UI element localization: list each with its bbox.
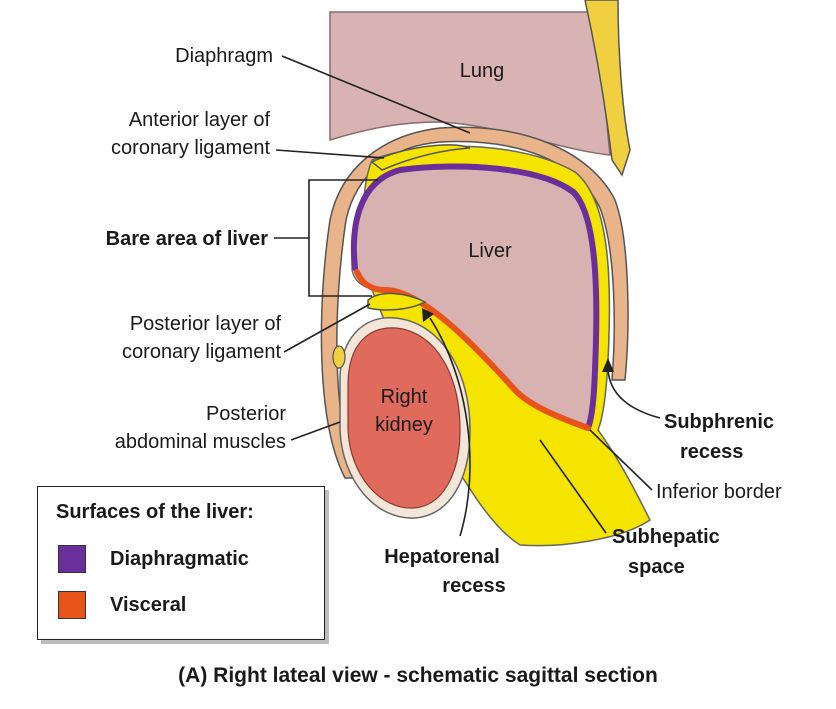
inferior-border-label: Inferior border — [656, 481, 782, 503]
posterior-coronary-leader — [283, 303, 371, 353]
anterior-coronary-label-1: Anterior layer of — [129, 109, 271, 131]
legend-item-diaphragmatic: Diaphragmatic — [58, 543, 249, 575]
anterior-coronary-fold — [370, 144, 471, 171]
right-kidney — [347, 327, 461, 509]
posterior-muscles-label-2: abdominal muscles — [115, 431, 286, 453]
subhepatic-label-1: Subhepatic — [612, 526, 720, 548]
legend-item-visceral: Visceral — [58, 589, 186, 621]
legend-box: Surfaces of the liver: Diaphragmatic Vis… — [37, 486, 325, 640]
diaphragmatic-surface-line — [350, 163, 600, 431]
anterior-coronary-label-2: coronary ligament — [111, 137, 270, 159]
subhepatic-leader — [539, 439, 607, 534]
figure-caption: (A) Right lateal view - schematic sagitt… — [178, 664, 658, 687]
visceral-swatch — [58, 591, 86, 619]
bare-area-label: Bare area of liver — [106, 228, 269, 250]
subphrenic-arrowhead — [602, 358, 614, 372]
posterior-coronary-label-2: coronary ligament — [122, 341, 281, 363]
posterior-muscles-leader — [290, 421, 341, 441]
chest-wall — [584, 0, 631, 177]
liver-label: Liver — [468, 240, 512, 262]
inferior-border-leader — [589, 429, 653, 491]
diaphragm-band — [320, 126, 629, 479]
posterior-coronary-label-1: Posterior layer of — [130, 313, 282, 335]
legend-label: Visceral — [110, 593, 187, 616]
legend-label: Diaphragmatic — [110, 547, 249, 570]
hepatorenal-arrowhead — [422, 308, 434, 322]
anterior-coronary-leader — [275, 149, 385, 159]
subphrenic-arrow — [607, 369, 661, 419]
lung-label: Lung — [460, 60, 505, 82]
subphrenic-label-1: Subphrenic — [664, 411, 774, 433]
subphrenic-label-2: recess — [680, 441, 743, 463]
posterior-muscles-label-1: Posterior — [206, 403, 286, 425]
visceral-surface-line — [354, 269, 591, 431]
right-kidney-label-2: kidney — [375, 414, 433, 436]
diaphragm-label: Diaphragm — [175, 45, 273, 67]
hepatorenal-label-2: recess — [442, 575, 505, 597]
subhepatic-label-2: space — [628, 556, 685, 578]
posterior-coronary-fold — [367, 292, 427, 311]
diaphragmatic-swatch — [58, 545, 86, 573]
hepatorenal-arrow — [429, 317, 471, 537]
diaphragm-leader — [281, 55, 471, 134]
hepatorenal-label-1: Hepatorenal — [384, 546, 500, 568]
legend-title: Surfaces of the liver: — [56, 501, 254, 523]
muscle-nodule — [332, 345, 346, 369]
right-kidney-label-1: Right — [381, 386, 428, 408]
